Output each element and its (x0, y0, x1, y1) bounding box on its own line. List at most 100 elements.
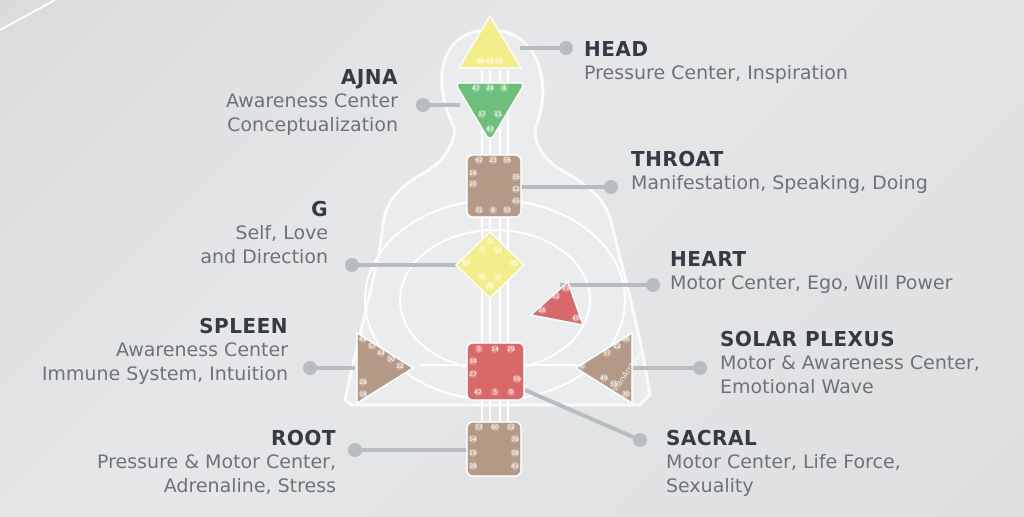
gate-dot (511, 435, 519, 443)
gate-number: 26 (538, 307, 546, 314)
gate-dot (510, 259, 518, 267)
gate-dot (491, 388, 499, 396)
gate-number: 30 (622, 391, 630, 398)
gate-number: 48 (359, 336, 367, 343)
gate-number: 36 (622, 336, 630, 343)
gate-dot (489, 206, 497, 214)
leader-sacral (524, 388, 641, 442)
gate-number: 54 (469, 436, 477, 443)
gate-dot (469, 462, 477, 470)
gate-dot (512, 185, 520, 193)
gate-dot (613, 342, 621, 350)
sacral-desc-2: Sexuality (666, 474, 754, 497)
gate-number: 22 (613, 343, 621, 350)
gate-dot (603, 349, 611, 357)
gate-dot (491, 423, 499, 431)
gate-dot (489, 156, 497, 164)
g-label: G Self, Love and Direction (150, 197, 328, 270)
gate-number: 51 (552, 293, 560, 300)
gate-dot (494, 273, 502, 281)
gate-dot (486, 237, 494, 245)
gate-number: 31 (475, 207, 483, 214)
gate-number: 1 (488, 238, 492, 245)
gate-number: 34 (469, 358, 477, 365)
gate-number: 28 (359, 379, 367, 386)
head-title: HEAD (584, 37, 649, 61)
root-center (466, 421, 522, 477)
g-title: G (311, 197, 328, 221)
gate-dot (500, 84, 508, 92)
gate-number: 15 (478, 274, 486, 281)
gate-number: 59 (513, 376, 521, 383)
gate-dot (469, 449, 477, 457)
gate-number: 56 (503, 157, 511, 164)
gate-dot (507, 423, 515, 431)
gate-dot (387, 355, 395, 363)
gate-number: 41 (511, 463, 519, 470)
heart-label: HEART Motor Center, Ego, Will Power (670, 247, 952, 296)
gate-number: 61 (486, 58, 494, 65)
gate-dot (572, 314, 580, 322)
root-desc-2: Adrenaline, Stress (163, 474, 336, 497)
gate-number: 63 (495, 58, 503, 65)
gate-number: 12 (512, 186, 520, 193)
gate-number: 16 (469, 170, 477, 177)
ajna-desc-2: Conceptualization (227, 113, 398, 136)
g-center (454, 230, 526, 300)
gate-dot (486, 57, 494, 65)
gate-dot (600, 374, 608, 382)
gate-number: 19 (469, 450, 477, 457)
gate-number: 25 (510, 260, 518, 267)
gate-dot (552, 292, 560, 300)
root-label: ROOT Pressure & Motor Center, Adrenaline… (40, 426, 336, 499)
gate-number: 62 (475, 157, 483, 164)
head-center (457, 14, 523, 69)
gate-number: 3 (493, 389, 497, 396)
gate-dot (469, 169, 477, 177)
gate-number: 35 (512, 174, 520, 181)
g-desc-1: Self, Love (235, 222, 328, 244)
throat-title: THROAT (631, 147, 724, 171)
gate-number: 21 (562, 285, 570, 292)
gate-number: 52 (507, 424, 515, 431)
gate-dot (494, 246, 502, 254)
sacral-desc-1: Motor Center, Life Force, (666, 451, 901, 473)
heart-center (529, 280, 585, 326)
gate-number: 40 (572, 315, 580, 322)
head-desc-1: Pressure Center, Inspiration (584, 62, 848, 84)
spleen-center (356, 331, 415, 405)
gate-dot (368, 342, 376, 350)
gate-dot (396, 362, 404, 370)
gate-dot (491, 345, 499, 353)
gate-dot (478, 110, 486, 118)
gate-number: 17 (478, 111, 486, 118)
head-label: HEAD Pressure Center, Inspiration (584, 37, 848, 86)
gate-number: 9 (509, 389, 513, 396)
ajna-title: AJNA (340, 65, 398, 89)
gate-dot (474, 388, 482, 396)
gate-dot (469, 180, 477, 188)
centers (356, 14, 633, 477)
gate-dot (503, 156, 511, 164)
gate-number: 7 (480, 247, 484, 254)
gate-dot (475, 423, 483, 431)
solar-plexus-desc-1: Motor & Awareness Center, (720, 352, 980, 374)
gate-dot (511, 449, 519, 457)
gate-dot (472, 84, 480, 92)
gate-number: 8 (491, 207, 495, 214)
leader-lines (303, 41, 707, 457)
gate-dot (486, 282, 494, 290)
gate-dot (512, 197, 520, 205)
gate-number: 32 (396, 363, 404, 370)
gate-dot (469, 370, 477, 378)
gate-number: 60 (491, 424, 499, 431)
gate-number: 43 (486, 126, 494, 133)
gate-number: 11 (494, 111, 502, 118)
gate-dot (578, 362, 586, 370)
gate-dot (513, 375, 521, 383)
gate-number: 42 (474, 389, 482, 396)
gate-number: 45 (512, 198, 520, 205)
gate-dot (478, 273, 486, 281)
spleen-label: SPLEEN Awareness Center Immune System, I… (0, 314, 288, 387)
